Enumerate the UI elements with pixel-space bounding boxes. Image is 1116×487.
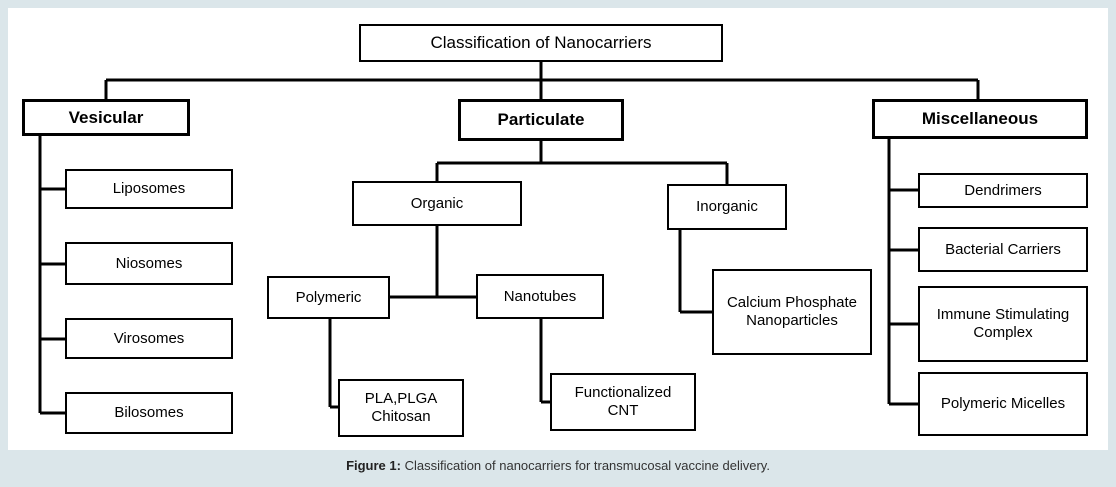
node-immune-stimulating-complex: Immune Stimulating Complex: [918, 286, 1088, 362]
node-polymeric: Polymeric: [267, 276, 390, 319]
node-niosomes: Niosomes: [65, 242, 233, 285]
category-miscellaneous: Miscellaneous: [872, 99, 1088, 139]
node-nanotubes: Nanotubes: [476, 274, 604, 319]
caption-label: Figure 1:: [346, 458, 401, 473]
node-organic: Organic: [352, 181, 522, 226]
category-particulate: Particulate: [458, 99, 624, 141]
node-bacterial-carriers: Bacterial Carriers: [918, 227, 1088, 272]
node-inorganic: Inorganic: [667, 184, 787, 230]
node-liposomes: Liposomes: [65, 169, 233, 209]
node-dendrimers: Dendrimers: [918, 173, 1088, 208]
node-bilosomes: Bilosomes: [65, 392, 233, 434]
figure-caption: Figure 1: Classification of nanocarriers…: [0, 458, 1116, 473]
root-node: Classification of Nanocarriers: [359, 24, 723, 62]
caption-text: Classification of nanocarriers for trans…: [400, 458, 770, 473]
node-polymeric-examples: PLA,PLGA Chitosan: [338, 379, 464, 437]
node-polymeric-micelles: Polymeric Micelles: [918, 372, 1088, 436]
node-virosomes: Virosomes: [65, 318, 233, 359]
node-nanotubes-examples: Functionalized CNT: [550, 373, 696, 431]
node-inorganic-examples: Calcium Phosphate Nanoparticles: [712, 269, 872, 355]
category-vesicular: Vesicular: [22, 99, 190, 136]
